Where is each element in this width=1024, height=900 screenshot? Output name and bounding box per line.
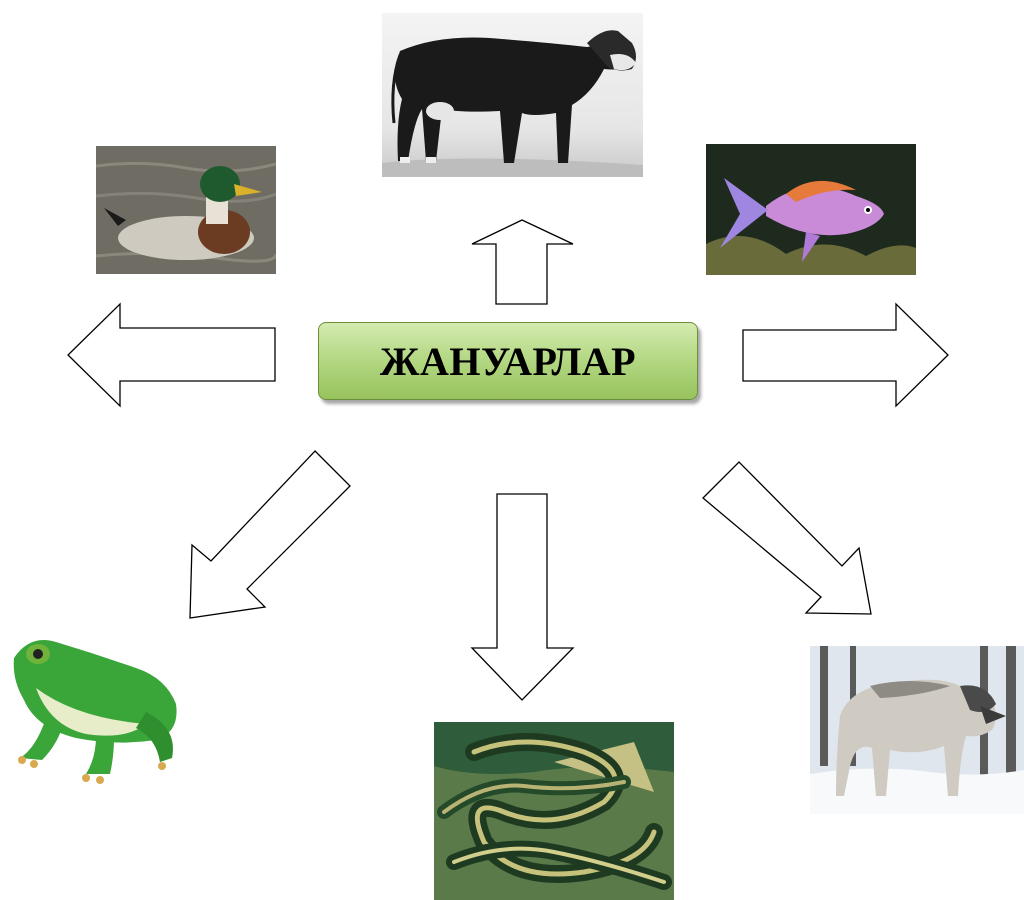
- fish-image: [706, 144, 916, 275]
- arrow-right: [742, 302, 949, 408]
- arrow-down-right: [702, 461, 872, 615]
- center-title-box: ЖАНУАРЛАР: [318, 322, 698, 400]
- frog-image: [6, 628, 184, 788]
- center-title: ЖАНУАРЛАР: [379, 338, 637, 384]
- arrow-down: [470, 493, 575, 701]
- cow-image: [382, 13, 643, 177]
- arrow-down-left: [189, 450, 351, 619]
- arrow-up: [471, 219, 574, 305]
- wolf-image: [810, 646, 1024, 814]
- duck-image: [96, 146, 276, 274]
- arrow-left: [67, 302, 276, 408]
- snake-image: [434, 722, 674, 900]
